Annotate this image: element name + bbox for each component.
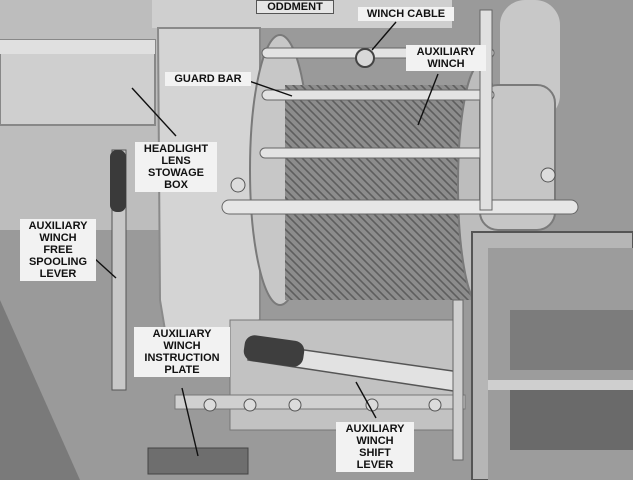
shift-lever-rod: [452, 299, 464, 461]
leader-winch-cable: [371, 21, 397, 51]
foreground-plate: [0, 300, 80, 480]
leader-guard-bar: [245, 79, 293, 97]
label-auxiliary-winch: AUXILIARY WINCH: [406, 45, 486, 71]
leader-shift-lever: [355, 381, 377, 419]
leader-headlight-box: [131, 87, 177, 137]
label-oddment: ODDMENT: [256, 0, 334, 14]
leader-auxiliary-winch: [417, 73, 439, 126]
cable-clamp: [355, 48, 375, 68]
label-auxiliary-winch-free-spooling-lever: AUXILIARY WINCH FREE SPOOLING LEVER: [20, 219, 96, 281]
label-headlight-lens-stowage-box: HEADLIGHT LENS STOWAGE BOX: [135, 142, 217, 192]
label-winch-cable: WINCH CABLE: [358, 7, 454, 21]
headlight-lens-stowage-box: [0, 39, 156, 126]
label-guard-bar: GUARD BAR: [165, 72, 251, 86]
instruction-plate: [147, 447, 249, 475]
guard-bar-upper: [261, 89, 495, 101]
leader-instruction-plate: [181, 387, 199, 457]
guard-bar-lower: [221, 199, 579, 215]
right-frame: [565, 0, 633, 230]
label-auxiliary-winch-instruction-plate: AUXILIARY WINCH INSTRUCTION PLATE: [134, 327, 230, 377]
label-auxiliary-winch-shift-lever: AUXILIARY WINCH SHIFT LEVER: [336, 422, 414, 472]
leader-free-spooling-lever: [93, 257, 117, 279]
winch-drum-cable: [285, 85, 475, 300]
guard-bar-middle: [259, 147, 493, 159]
